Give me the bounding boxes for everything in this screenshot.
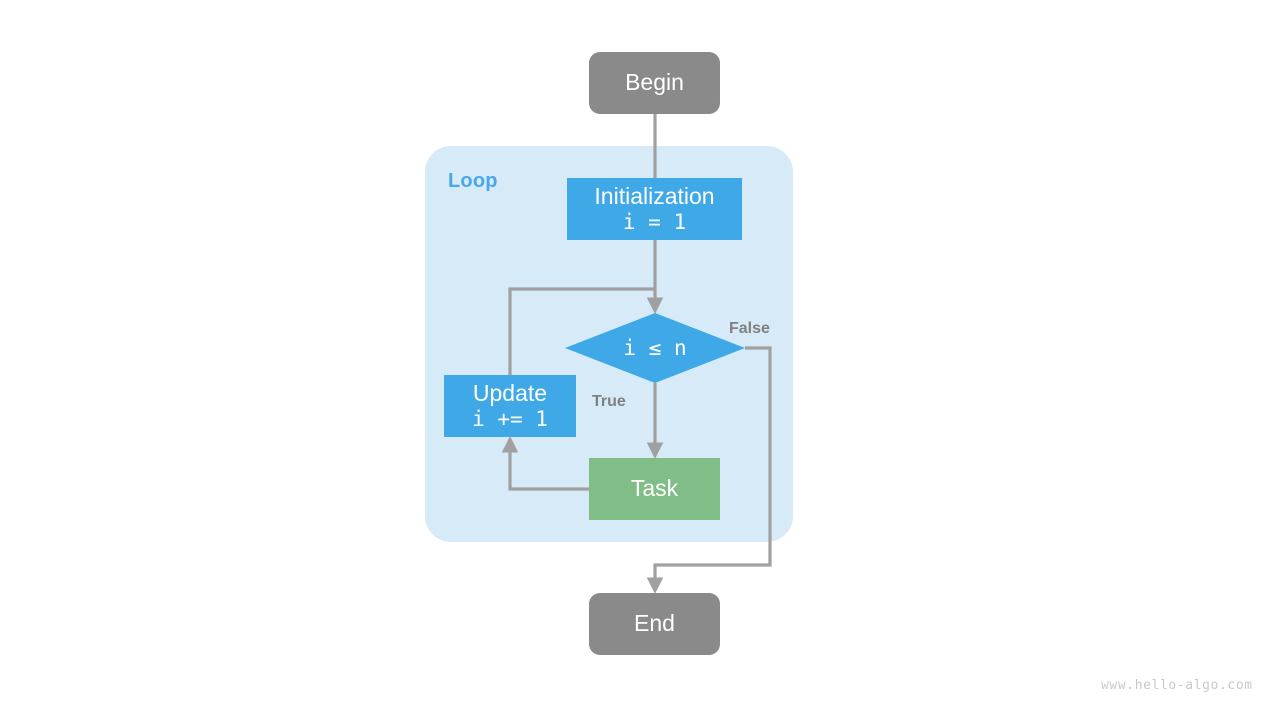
node-end-title: End xyxy=(634,610,675,637)
edge-cond-to-end xyxy=(646,346,772,594)
node-initialization[interactable]: Initialization i = 1 xyxy=(567,178,742,240)
node-begin-title: Begin xyxy=(625,69,684,96)
node-condition[interactable]: i ≤ n xyxy=(565,313,745,383)
node-initialization-title: Initialization xyxy=(594,182,715,209)
node-update-title: Update xyxy=(472,379,548,406)
edge-label-true: True xyxy=(592,393,626,410)
loop-group-label: Loop xyxy=(448,170,498,192)
edge-label-false: False xyxy=(729,320,770,337)
node-task[interactable]: Task xyxy=(589,458,720,520)
watermark: www.hello-algo.com xyxy=(1101,678,1253,693)
node-begin[interactable]: Begin xyxy=(589,52,720,114)
edge-update-to-cond xyxy=(508,287,655,375)
node-task-title: Task xyxy=(630,475,679,502)
node-condition-code: i ≤ n xyxy=(623,336,687,360)
node-update[interactable]: Update i += 1 xyxy=(444,375,576,437)
edge-task-to-update xyxy=(501,436,589,491)
node-end[interactable]: End xyxy=(589,593,720,655)
node-initialization-code: i = 1 xyxy=(622,209,687,234)
node-update-code: i += 1 xyxy=(472,406,548,431)
